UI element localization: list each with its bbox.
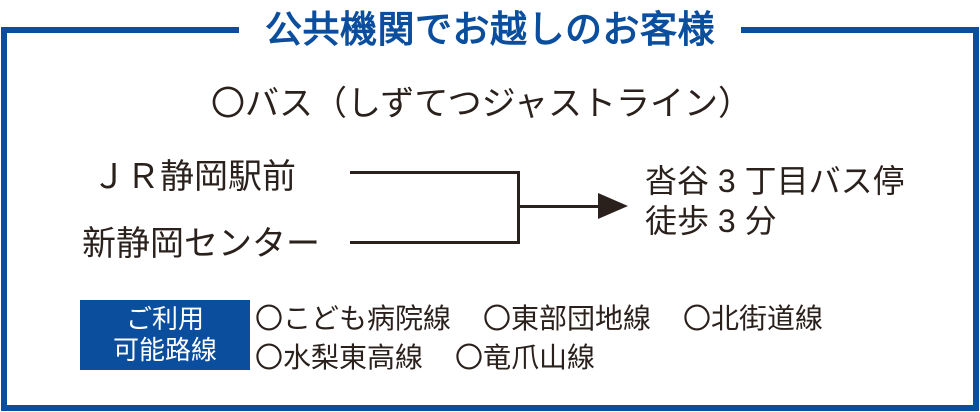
arrow-shaft: [520, 205, 600, 208]
available-lines-label-line2: 可能路線: [112, 335, 217, 365]
available-lines-badge: ご利用 可能路線: [80, 300, 250, 370]
bus-mode-heading: 〇バス（しずてつジャストライン）: [211, 85, 752, 123]
route-mizunashi-higashiko-line: 〇水梨東高線: [255, 342, 424, 373]
origin-jr-shizuoka-station: ＪＲ静岡駅前: [92, 158, 296, 196]
bracket-line-vertical: [517, 171, 520, 244]
available-lines-label-line1: ご利用: [125, 304, 204, 334]
route-tobu-danchi-line: 〇東部団地線: [483, 303, 652, 334]
route-ryusozan-line: 〇竜爪山線: [455, 342, 596, 373]
destination-walk-time: 徒歩 3 分: [645, 203, 777, 239]
route-kodomo-byoin-line: 〇こども病院線: [255, 303, 452, 334]
route-list: 〇こども病院線 〇東部団地線 〇北街道線 〇水梨東高線 〇竜爪山線: [255, 299, 823, 377]
page-title: 公共機関でお越しのお客様: [239, 5, 741, 55]
bracket-line-bottom: [350, 241, 520, 244]
bracket-line-top: [350, 171, 520, 174]
destination-block: 沓谷 3 丁目バス停 徒歩 3 分: [645, 161, 905, 241]
route-kita-kaido-line: 〇北街道線: [683, 303, 824, 334]
origin-shin-shizuoka-center: 新静岡センター: [82, 225, 320, 263]
destination-bus-stop: 沓谷 3 丁目バス停: [645, 163, 905, 199]
route-list-row: 〇水梨東高線 〇竜爪山線: [255, 338, 823, 377]
route-list-row: 〇こども病院線 〇東部団地線 〇北街道線: [255, 299, 823, 338]
arrow-right-icon: [598, 193, 628, 219]
